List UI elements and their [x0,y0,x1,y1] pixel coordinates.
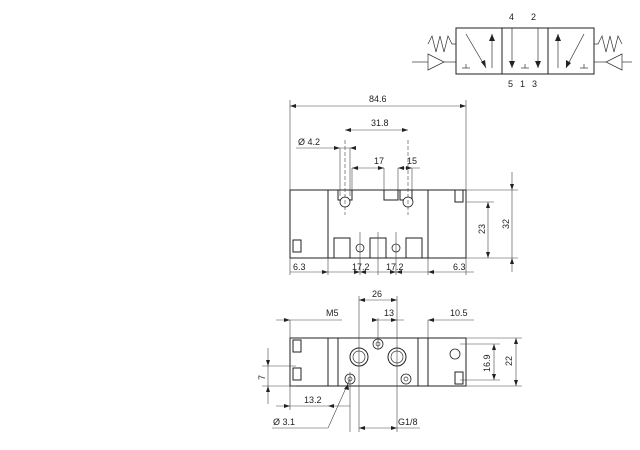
dim-15: 15 [407,156,417,166]
dim-m5: M5 [326,308,339,318]
left-pilot-triangle [427,53,445,71]
left-spring [427,34,456,53]
dim-13-2: 13.2 [304,395,322,405]
valve-symbol: 4 2 5 1 3 [412,12,632,89]
end-cap-left [292,239,302,253]
port-label-1: 1 [520,79,525,89]
dim-g1-8: G1/8 [398,417,418,427]
port-label-4: 4 [509,12,514,22]
valve-box-left [455,27,503,75]
dim-7: 7 [257,375,267,380]
dim-16-9: 16.9 [482,354,492,372]
dim-17: 17 [374,156,384,166]
dim-bore-diameter: Ø 4.2 [298,137,320,147]
right-spring [594,34,623,53]
dim-26: 26 [372,289,382,299]
dim-17-2-right: 17.2 [386,262,404,272]
top-end-cap-left-2 [292,367,302,381]
valve-box-right [547,27,595,75]
dim-hole-diameter: Ø 3.1 [273,417,295,427]
dim-32: 32 [501,219,511,229]
dim-left-6-3: 6.3 [293,262,306,272]
port-label-2: 2 [531,12,536,22]
front-view: 84.6 31.8 Ø 4.2 17 15 32 [289,94,518,275]
dim-84-6: 84.6 [369,94,387,104]
dim-13: 13 [384,308,394,318]
port-label-3: 3 [532,79,537,89]
end-cap-right [454,189,464,203]
port-label-5: 5 [508,79,513,89]
dim-22: 22 [504,356,514,366]
dim-31-8: 31.8 [371,118,389,128]
right-pilot-triangle [605,53,623,71]
dim-17-2-left: 17.2 [352,262,370,272]
dim-10-5: 10.5 [450,308,468,318]
dim-right-6-3: 6.3 [453,262,466,272]
top-view: 26 13 M5 10.5 22 16.9 [257,289,522,432]
top-end-cap-left [292,339,302,353]
m5-port [449,348,461,360]
pilot-hole-right [400,373,412,385]
top-end-cap-right [454,371,464,385]
dim-23: 23 [477,224,487,234]
